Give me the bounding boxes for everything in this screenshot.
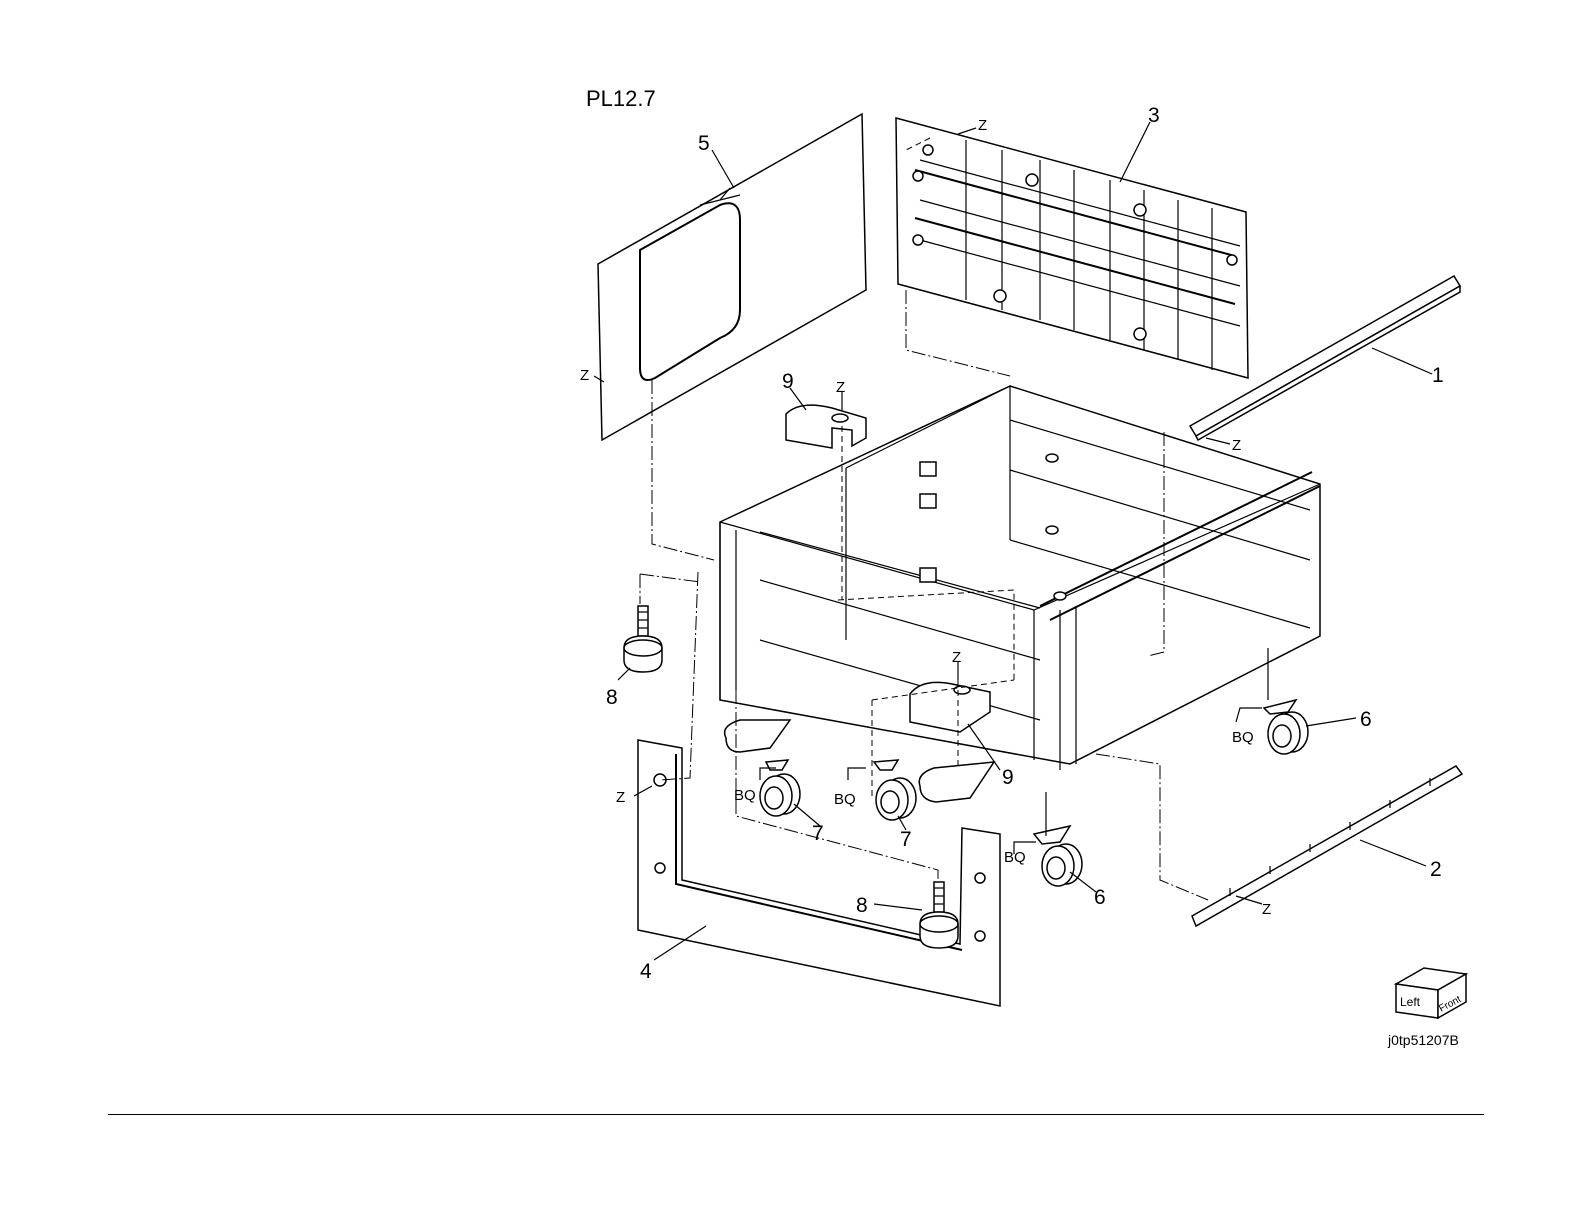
part-8-leveler-a	[624, 606, 662, 672]
callout-7-right: 7	[900, 828, 912, 851]
marker-z-bracket-lower: Z	[952, 649, 961, 666]
marker-z-rear-cover: Z	[978, 117, 987, 134]
callout-6-right: 6	[1360, 708, 1372, 731]
marker-z-top-rail: Z	[1232, 437, 1241, 454]
callout-6-front: 6	[1094, 886, 1106, 909]
part-2-bottom-rail	[1192, 766, 1462, 926]
marker-z-side-cover: Z	[580, 367, 589, 384]
plate-title: PL12.7	[586, 86, 656, 112]
callout-2: 2	[1430, 858, 1442, 881]
marker-bq-front: BQ	[1004, 849, 1026, 866]
part-6-caster-a	[1264, 700, 1308, 754]
callout-3: 3	[1148, 104, 1160, 127]
marker-z-front-frame: Z	[616, 789, 625, 806]
callout-1: 1	[1432, 364, 1444, 387]
figure-id: j0tp51207B	[1388, 1032, 1459, 1048]
callout-8-front: 8	[856, 894, 868, 917]
part-6-caster-b	[1034, 826, 1082, 886]
footer-divider	[108, 1114, 1484, 1115]
callout-5: 5	[698, 132, 710, 155]
part-8-leveler-b	[920, 882, 958, 948]
callout-8-left: 8	[606, 686, 618, 709]
part-9-bracket-upper	[786, 405, 866, 448]
part-3-rear-cover	[896, 118, 1248, 378]
callout-9-upper: 9	[782, 370, 794, 393]
marker-bq-right: BQ	[1232, 729, 1254, 746]
callout-4: 4	[640, 960, 652, 983]
part-5-side-cover	[598, 114, 866, 440]
part-7-caster-b	[874, 760, 916, 820]
callout-7-left: 7	[812, 822, 824, 845]
callout-9-lower: 9	[1002, 766, 1014, 789]
marker-bq-left: BQ	[734, 787, 756, 804]
orientation-left-label: Left	[1400, 995, 1421, 1009]
marker-z-bracket-upper: Z	[836, 379, 845, 396]
orientation-cube-icon: Left Front	[1396, 968, 1466, 1018]
marker-bq-center: BQ	[834, 791, 856, 808]
marker-z-bottom-rail: Z	[1262, 901, 1271, 918]
